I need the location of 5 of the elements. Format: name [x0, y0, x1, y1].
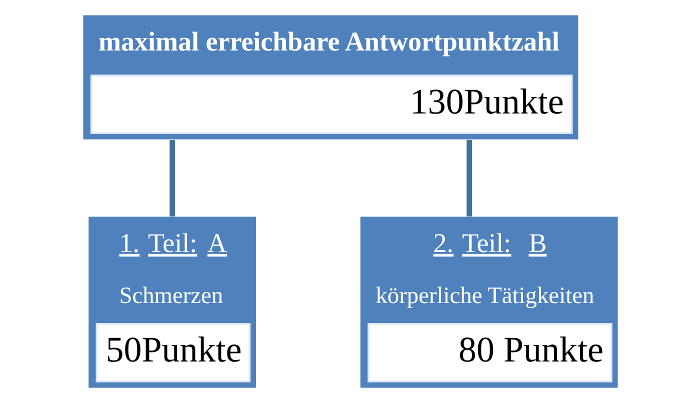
node-box: maximal erreichbare Antwortpunktzahl 130Punkte: [82, 15, 578, 140]
connector: [169, 140, 174, 216]
connector: [466, 140, 472, 216]
node-box: 2. Teil: B körperliche Tätigkeiten 80 Punkte: [360, 216, 618, 388]
node-box: 1. Teil: A Schmerzen 50Punkte: [88, 216, 256, 388]
